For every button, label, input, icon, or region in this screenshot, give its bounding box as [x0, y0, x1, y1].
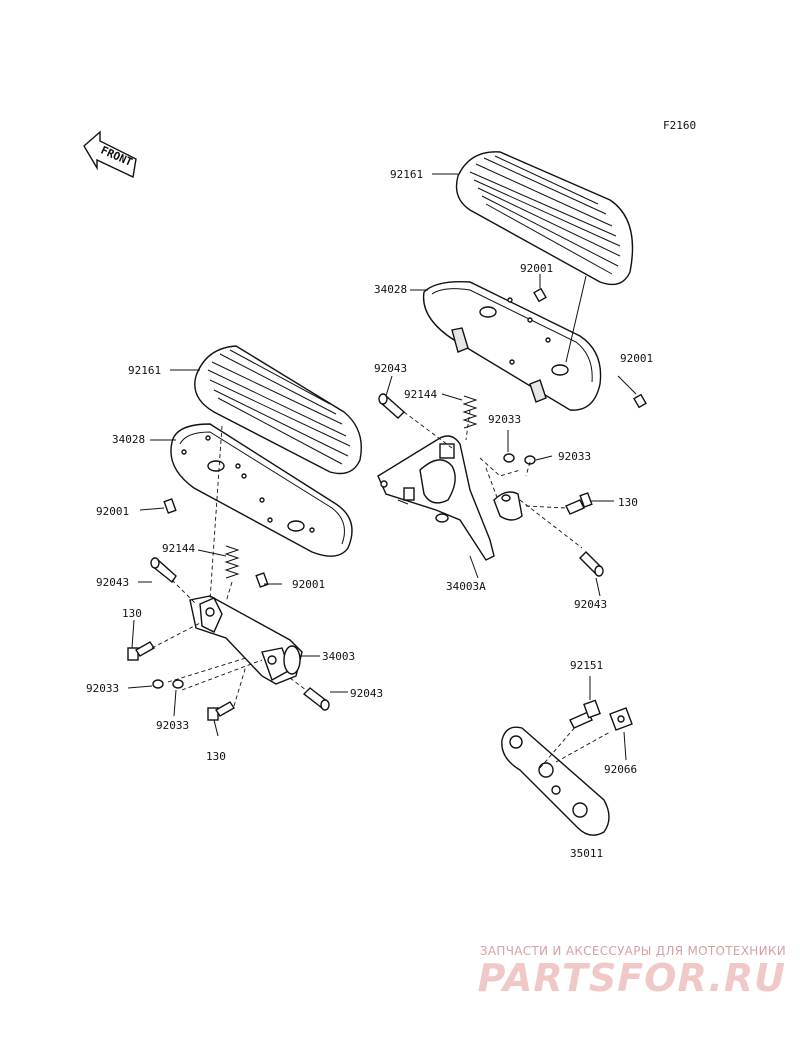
- left-pin-92043-lower: [302, 687, 330, 711]
- label-r-92043-b: 92043: [574, 598, 607, 611]
- label-l-92001-a: 92001: [96, 505, 129, 518]
- right-clip-92033-b: [524, 455, 536, 465]
- left-pin-92043-upper: [150, 557, 177, 584]
- left-footboard-rubber-pad: [194, 345, 362, 475]
- left-footboard-bracket: [189, 595, 303, 685]
- nut-92066: [609, 707, 633, 731]
- right-bolt-92001-side: [633, 393, 647, 409]
- label-r-130: 130: [618, 496, 638, 509]
- label-l-92144: 92144: [162, 542, 195, 555]
- label-l-34003: 34003: [322, 650, 355, 663]
- label-l-92043-a: 92043: [96, 576, 129, 589]
- label-l-92033-b: 92033: [156, 719, 189, 732]
- left-clip-92033-a: [152, 679, 164, 689]
- label-l-130-b: 130: [206, 750, 226, 763]
- right-spring-92144: [462, 395, 478, 429]
- label-l-92043-b: 92043: [350, 687, 383, 700]
- right-bolt-92001-upper: [533, 287, 547, 303]
- right-footboard-plate: [422, 281, 602, 411]
- label-r-92033-a: 92033: [488, 413, 521, 426]
- left-bolt-130-upper: [127, 641, 155, 661]
- front-arrow-icon: FRONT: [83, 130, 137, 179]
- bolt-92151: [569, 699, 601, 729]
- watermark: ЗАПЧАСТИ И АКСЕССУАРЫ ДЛЯ МОТОТЕХНИКИ PA…: [478, 944, 786, 998]
- label-b-92066: 92066: [604, 763, 637, 776]
- label-b-92151: 92151: [570, 659, 603, 672]
- left-footboard-plate: [170, 423, 353, 557]
- right-footboard-rubber-pad: [455, 151, 634, 286]
- watermark-logo: PARTSFOR.RU: [477, 956, 786, 1000]
- label-r-92033-b: 92033: [558, 450, 591, 463]
- right-pin-92043-upper: [378, 393, 406, 419]
- left-bolt-92001-upper: [163, 498, 177, 514]
- diagram-code: F2160: [663, 119, 696, 132]
- right-bolt-130: [565, 492, 593, 515]
- label-r-34028: 34028: [374, 283, 407, 296]
- label-r-92001-a: 92001: [520, 262, 553, 275]
- right-footboard-bracket: [377, 435, 523, 561]
- label-r-92001-b: 92001: [620, 352, 653, 365]
- label-r-92144: 92144: [404, 388, 437, 401]
- watermark-caption: ЗАПЧАСТИ И АКСЕССУАРЫ ДЛЯ МОТОТЕХНИКИ: [479, 944, 786, 958]
- label-b-35011: 35011: [570, 847, 603, 860]
- left-bolt-130-lower: [207, 701, 235, 721]
- left-clip-92033-b: [172, 679, 184, 689]
- label-r-34003A: 34003A: [446, 580, 486, 593]
- label-l-130-a: 130: [122, 607, 142, 620]
- label-l-34028: 34028: [112, 433, 145, 446]
- label-l-92001-b: 92001: [292, 578, 325, 591]
- left-spring-92144: [224, 545, 240, 579]
- label-l-92033-a: 92033: [86, 682, 119, 695]
- label-l-92161: 92161: [128, 364, 161, 377]
- label-r-92161: 92161: [390, 168, 423, 181]
- label-r-92043-a: 92043: [374, 362, 407, 375]
- bracket-35011: [501, 726, 610, 836]
- right-pin-92043-lower: [579, 551, 604, 577]
- left-bolt-92001-lower: [255, 572, 269, 588]
- right-clip-92033-a: [503, 453, 515, 463]
